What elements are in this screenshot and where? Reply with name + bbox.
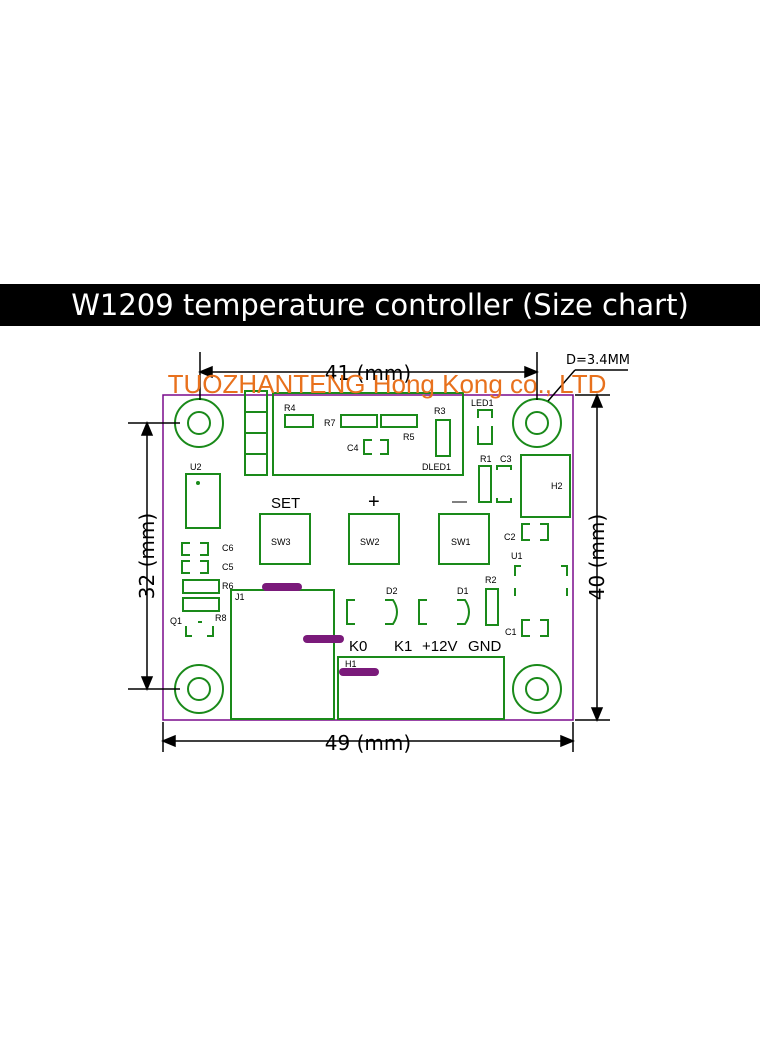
resistor-r8 bbox=[182, 597, 220, 612]
led-led1 bbox=[477, 409, 493, 445]
label-k1: K1 bbox=[394, 638, 412, 655]
label-q1: Q1 bbox=[170, 616, 182, 626]
label-h2: H2 bbox=[551, 481, 563, 491]
mounting-hole-bl bbox=[174, 664, 224, 714]
label-r1: R1 bbox=[480, 454, 492, 464]
display-pins bbox=[244, 390, 268, 476]
resistor-r3 bbox=[435, 419, 451, 457]
relay-j1 bbox=[230, 589, 335, 720]
label-set: SET bbox=[271, 495, 300, 512]
resistor-r1 bbox=[478, 465, 492, 503]
dim-left-label: 32 (mm) bbox=[135, 513, 159, 599]
capacitor-c1 bbox=[521, 619, 549, 637]
switch-sw2 bbox=[348, 513, 400, 565]
label-d2: D2 bbox=[386, 586, 398, 596]
label-c4: C4 bbox=[347, 443, 359, 453]
capacitor-c5 bbox=[181, 560, 209, 574]
regulator-u1 bbox=[514, 565, 568, 596]
label-c1: C1 bbox=[505, 627, 517, 637]
resistor-r6 bbox=[182, 579, 220, 594]
diode-d1 bbox=[418, 599, 470, 625]
diode-d2 bbox=[346, 599, 398, 625]
label-led1: LED1 bbox=[471, 398, 494, 408]
switch-sw3 bbox=[259, 513, 311, 565]
label-dled1: DLED1 bbox=[422, 462, 451, 472]
label-u1: U1 bbox=[511, 551, 523, 561]
label-minus: — bbox=[452, 493, 467, 510]
watermark: TUOZHANTENG Hong Kong co., LTD bbox=[168, 369, 607, 399]
label-sw2: SW2 bbox=[360, 537, 380, 547]
capacitor-c6 bbox=[181, 542, 209, 556]
label-h1: H1 bbox=[345, 659, 357, 669]
terminal-h1 bbox=[337, 656, 505, 720]
label-sw3: SW3 bbox=[271, 537, 291, 547]
resistor-r7 bbox=[340, 414, 378, 428]
label-c5: C5 bbox=[222, 562, 234, 572]
dim-bottom-label: 49 (mm) bbox=[325, 731, 411, 755]
label-r4: R4 bbox=[284, 403, 296, 413]
label-c6: C6 bbox=[222, 543, 234, 553]
page-title: W1209 temperature controller (Size chart… bbox=[71, 288, 689, 322]
label-u2: U2 bbox=[190, 462, 202, 472]
switch-sw1 bbox=[438, 513, 490, 565]
chip-u2 bbox=[185, 473, 221, 529]
connector-h2 bbox=[520, 454, 571, 518]
label-r7: R7 bbox=[324, 418, 336, 428]
mounting-hole-tl bbox=[174, 398, 224, 448]
resistor-r5 bbox=[380, 414, 418, 428]
capacitor-c4 bbox=[363, 439, 389, 455]
mounting-hole-br bbox=[512, 664, 562, 714]
label-r8: R8 bbox=[215, 613, 227, 623]
label-c2: C2 bbox=[504, 532, 516, 542]
transistor-q1 bbox=[185, 621, 214, 637]
label-r6: R6 bbox=[222, 581, 234, 591]
dimension-lines bbox=[128, 352, 628, 752]
dim-top-label: 41 (mm) bbox=[325, 361, 411, 385]
dim-right-label: 40 (mm) bbox=[585, 514, 609, 600]
resistor-r2 bbox=[485, 588, 499, 626]
label-k0: K0 bbox=[349, 638, 367, 655]
resistor-r4 bbox=[284, 414, 314, 428]
label-plus: + bbox=[368, 491, 380, 513]
mounting-hole-tr bbox=[512, 398, 562, 448]
label-c3: C3 bbox=[500, 454, 512, 464]
title-banner: W1209 temperature controller (Size chart… bbox=[0, 284, 760, 326]
label-12v: +12V bbox=[422, 638, 457, 655]
capacitor-c3 bbox=[496, 465, 512, 503]
capacitor-c2 bbox=[521, 523, 549, 541]
label-r5: R5 bbox=[403, 432, 415, 442]
hole-diameter-label: D=3.4MM bbox=[566, 353, 630, 368]
label-r3: R3 bbox=[434, 406, 446, 416]
label-d1: D1 bbox=[457, 586, 469, 596]
display-module bbox=[272, 392, 464, 476]
label-r2: R2 bbox=[485, 575, 497, 585]
banner-tick bbox=[0, 318, 6, 326]
label-gnd: GND bbox=[468, 638, 502, 655]
label-sw1: SW1 bbox=[451, 537, 471, 547]
label-j1: J1 bbox=[235, 592, 245, 602]
